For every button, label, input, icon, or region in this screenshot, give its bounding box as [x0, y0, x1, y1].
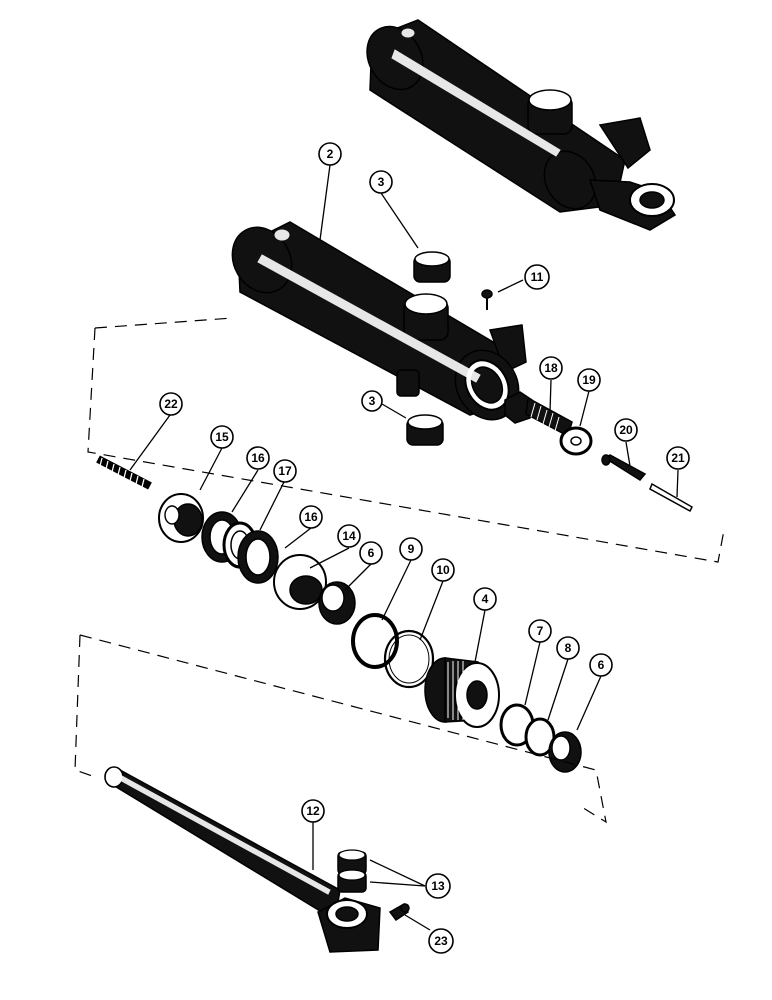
callout-label: 21 [671, 451, 685, 465]
callout-7: 7 [528, 619, 552, 643]
callout-16-inner: 16 [299, 505, 323, 529]
callout-16-outer: 16 [246, 446, 270, 470]
callout-19: 19 [577, 368, 601, 392]
callout-label: 19 [582, 373, 596, 387]
piston-head [158, 493, 204, 543]
callout-15: 15 [210, 425, 234, 449]
cylinder-barrel [231, 221, 527, 421]
backup-ring [383, 629, 435, 689]
set-screw [481, 289, 493, 310]
callout-21: 21 [666, 446, 690, 470]
rod-eye-bushings [337, 849, 367, 893]
bushing-upper [413, 251, 451, 283]
callout-18: 18 [539, 356, 563, 380]
gland [424, 657, 500, 728]
bolt [601, 454, 647, 481]
o-ring [351, 613, 399, 669]
upper-group-boundary-top [94, 317, 234, 329]
callout-3-upper: 3 [369, 170, 393, 194]
callout-label: 4 [482, 592, 489, 606]
grease-fitting [388, 902, 410, 922]
leader-lines [129, 164, 679, 931]
callout-label: 17 [278, 464, 292, 478]
callout-label: 13 [431, 879, 445, 893]
callout-10: 10 [431, 558, 455, 582]
callout-label: 22 [164, 397, 178, 411]
callout-label: 8 [565, 641, 572, 655]
wiper-bushing-upper [318, 581, 356, 625]
callout-13: 13 [425, 873, 451, 899]
callout-label: 3 [378, 175, 385, 189]
callout-4: 4 [473, 587, 497, 611]
spring [96, 455, 152, 490]
callout-label: 3 [369, 394, 376, 408]
callout-label: 6 [598, 658, 605, 672]
callout-12: 12 [301, 799, 325, 823]
callout-label: 2 [327, 147, 334, 161]
piston-seal-inner [237, 530, 279, 584]
callout-label: 18 [544, 361, 558, 375]
callout-label: 9 [408, 542, 415, 556]
callout-label: 10 [436, 563, 450, 577]
lower-group-boundary [74, 634, 99, 779]
pin [649, 482, 693, 513]
callout-label: 12 [306, 804, 320, 818]
callout-label: 15 [215, 430, 229, 444]
needle-valve [504, 391, 573, 438]
lower-group-boundary-right [79, 634, 607, 824]
callout-label: 11 [531, 270, 544, 284]
callout-11: 11 [524, 264, 550, 290]
bushing-lower [406, 414, 444, 446]
callout-label: 7 [537, 624, 544, 638]
callout-3-lower: 3 [361, 390, 383, 412]
washer [559, 426, 593, 456]
retainer-cup [273, 554, 327, 610]
callout-label: 14 [342, 529, 356, 543]
callout-label: 20 [619, 423, 633, 437]
callout-8: 8 [556, 636, 580, 660]
callout-label: 23 [434, 934, 448, 948]
callout-17: 17 [273, 459, 297, 483]
callout-label: 16 [251, 451, 265, 465]
callout-20: 20 [614, 418, 638, 442]
callout-label: 6 [368, 546, 375, 560]
assembled-cylinder [366, 19, 677, 231]
callout-9: 9 [399, 537, 423, 561]
callout-2: 2 [318, 142, 342, 166]
wiper-bushing-lower [548, 731, 582, 773]
upper-group-boundary [87, 327, 725, 563]
callout-label: 16 [304, 510, 318, 524]
callout-14: 14 [337, 524, 361, 548]
callout-23: 23 [428, 928, 454, 954]
callout-6-upper: 6 [359, 541, 383, 565]
callout-6-lower: 6 [589, 653, 613, 677]
callout-22: 22 [159, 392, 183, 416]
